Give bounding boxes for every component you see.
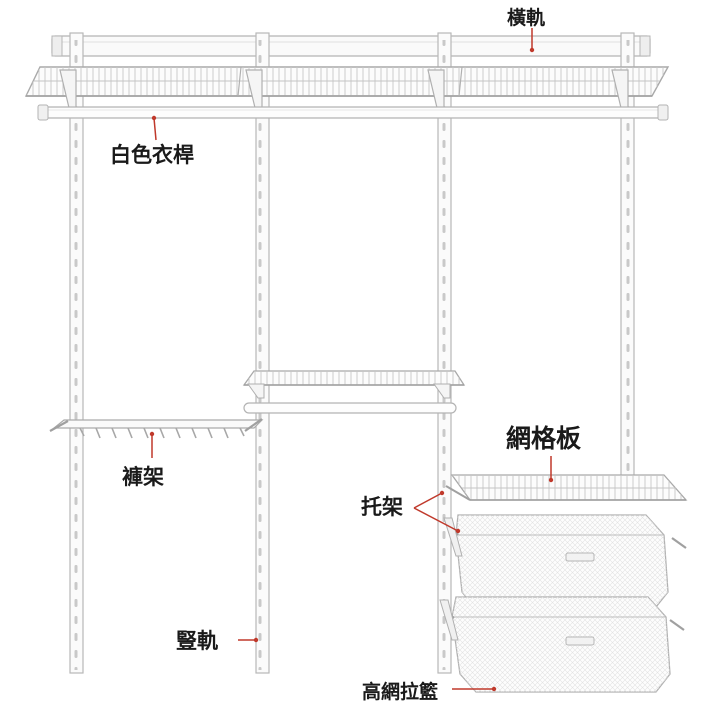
label-hanging-rod: 白色衣桿 <box>110 143 194 167</box>
label-wire-shelf: 網格板 <box>506 424 581 453</box>
leader-hanging-rod <box>153 117 157 141</box>
upper-mesh-basket <box>443 514 687 613</box>
leader-bracket-2 <box>413 507 459 532</box>
white-hanging-rod <box>37 104 669 121</box>
label-vertical-rail: 豎軌 <box>176 629 218 653</box>
label-mesh-basket: 高網拉籃 <box>362 680 438 703</box>
top-rail <box>51 35 651 57</box>
middle-wire-shelf <box>242 370 466 399</box>
middle-hanging-rod <box>243 402 457 414</box>
leader-bracket-1 <box>413 492 443 509</box>
label-bracket: 托架 <box>361 495 403 519</box>
vertical-rail-2 <box>255 32 270 674</box>
top-wire-shelf <box>24 66 670 97</box>
right-wire-shelf <box>445 474 688 501</box>
leader-dots <box>149 47 554 692</box>
label-top-rail: 橫軌 <box>507 6 545 29</box>
lower-mesh-basket <box>439 596 685 693</box>
leader-lines <box>151 28 552 690</box>
pants-rack <box>49 418 264 439</box>
label-pants-rack: 褲架 <box>122 465 164 489</box>
vertical-rail-1 <box>69 32 84 674</box>
vertical-rail-3 <box>437 32 452 674</box>
